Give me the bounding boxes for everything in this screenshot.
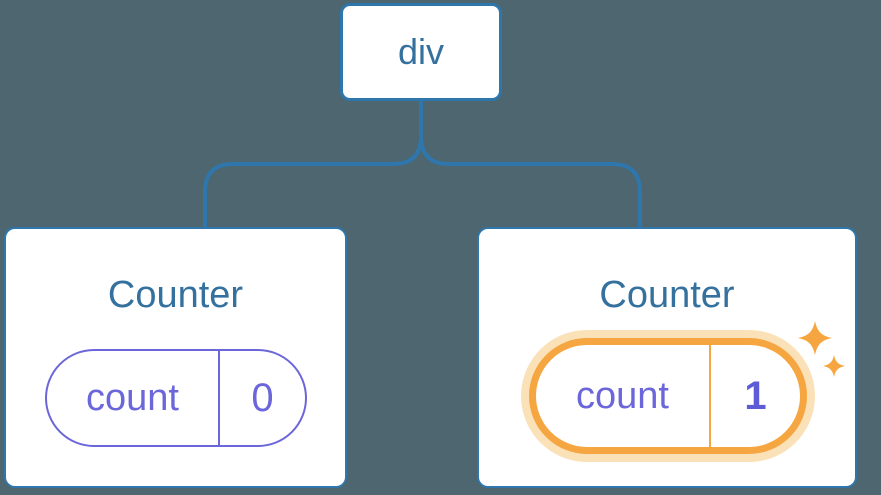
pill-divider xyxy=(218,351,220,445)
state-value-label: 1 xyxy=(744,373,767,418)
component-title: Counter xyxy=(107,274,244,316)
state-value-segment: 0 xyxy=(220,351,305,445)
counter-card-left: Counter count 0 xyxy=(4,227,347,488)
root-node-div: div xyxy=(340,3,502,101)
component-title: Counter xyxy=(599,274,735,316)
connector-left-branch xyxy=(203,101,423,229)
pill-divider xyxy=(709,345,711,447)
state-key-label: count xyxy=(86,376,179,419)
state-pill-highlighted: count 1 xyxy=(529,338,807,454)
state-key-segment: count xyxy=(536,345,709,447)
root-node-label: div xyxy=(397,31,445,72)
counter-card-right: Counter count 1 xyxy=(477,227,857,488)
state-value-label: 0 xyxy=(251,375,274,420)
state-key-segment: count xyxy=(47,351,218,445)
state-key-label: count xyxy=(576,374,669,417)
state-value-segment: 1 xyxy=(711,345,800,447)
state-pill: count 0 xyxy=(45,349,307,447)
connector-right-branch xyxy=(419,101,642,229)
